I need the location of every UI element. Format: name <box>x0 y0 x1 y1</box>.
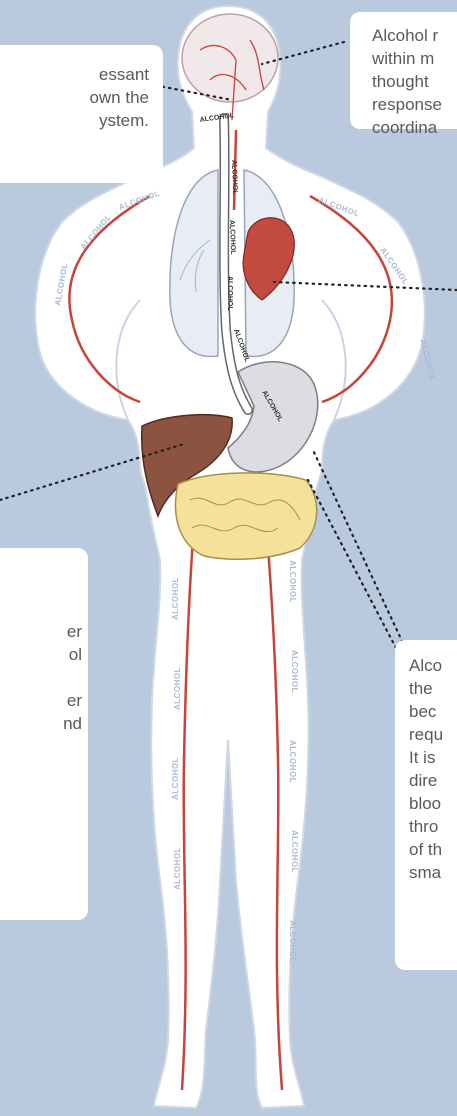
callout-brain-line-4: response <box>372 93 457 116</box>
callout-stomach-line-6: dire <box>409 769 457 792</box>
callout-brain-line-5: coordina <box>372 116 457 139</box>
callout-brain-line-1: Alcohol r <box>372 24 457 47</box>
callout-depressant-line-1: essant <box>0 63 149 86</box>
callout-stomach-line-5: It is <box>409 746 457 769</box>
svg-text:ALCOHOL: ALCOHOL <box>226 276 233 311</box>
callout-stomach-line-10: sma <box>409 861 457 884</box>
callout-depressant: essant own the ystem. <box>0 45 163 183</box>
callout-stomach-line-8: thro <box>409 815 457 838</box>
svg-text:ALCOHOL: ALCOHOL <box>290 830 299 873</box>
callout-stomach-line-1: Alco <box>409 654 457 677</box>
svg-text:ALCOHOL: ALCOHOL <box>171 577 180 620</box>
callout-liver-line-4: er <box>0 689 82 712</box>
callout-depressant-line-2: own the <box>0 86 149 109</box>
callout-liver-line-2: ol <box>0 643 82 666</box>
callout-stomach: Alco the bec requ It is dire bloo thro o… <box>395 640 457 970</box>
callout-depressant-line-3: ystem. <box>0 109 149 132</box>
svg-text:ALCOHOL: ALCOHOL <box>288 920 297 963</box>
callout-brain-line-2: within m <box>372 47 457 70</box>
callout-liver: er ol er nd <box>0 548 88 920</box>
callout-stomach-line-3: bec <box>409 700 457 723</box>
intestines <box>176 473 317 559</box>
callout-brain-line-3: thought <box>372 70 457 93</box>
callout-stomach-line-7: bloo <box>409 792 457 815</box>
callout-brain: Alcohol r within m thought response coor… <box>350 12 457 129</box>
callout-stomach-line-9: of th <box>409 838 457 861</box>
svg-text:ALCOHOL: ALCOHOL <box>173 667 182 710</box>
leader-stomach <box>312 448 408 654</box>
callout-stomach-line-2: the <box>409 677 457 700</box>
callout-liver-line-1: er <box>0 620 82 643</box>
callout-stomach-line-4: requ <box>409 723 457 746</box>
svg-text:ALCOHOL: ALCOHOL <box>288 560 297 603</box>
svg-text:ALCOHOL: ALCOHOL <box>418 338 438 382</box>
leader-intestine <box>308 480 396 648</box>
svg-text:ALCOHOL: ALCOHOL <box>290 650 299 693</box>
svg-text:ALCOHOL: ALCOHOL <box>228 220 236 256</box>
callout-liver-line-3 <box>0 666 82 689</box>
svg-text:ALCOHOL: ALCOHOL <box>173 847 182 890</box>
svg-text:ALCOHOL: ALCOHOL <box>230 160 238 196</box>
svg-text:ALCOHOL: ALCOHOL <box>171 757 180 800</box>
callout-liver-line-5: nd <box>0 712 82 735</box>
svg-text:ALCOHOL: ALCOHOL <box>288 740 297 783</box>
